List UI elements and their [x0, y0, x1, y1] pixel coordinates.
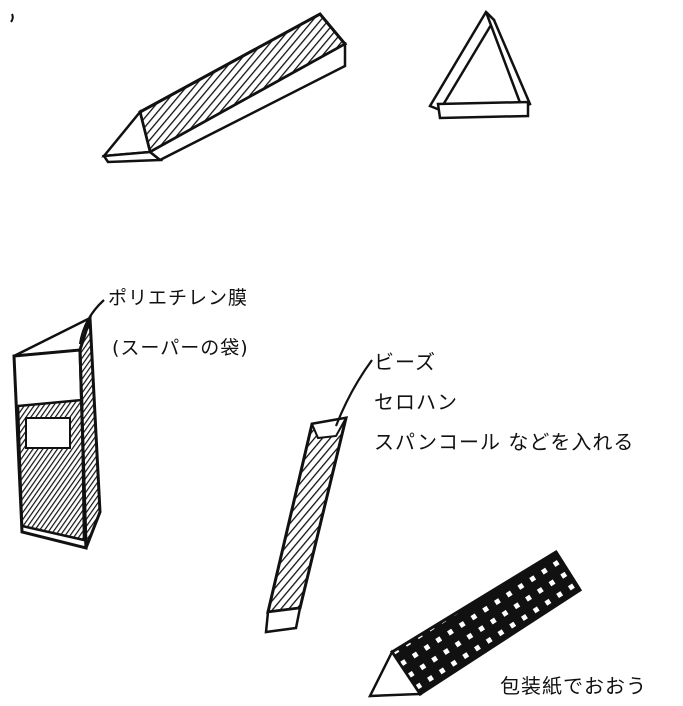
label-spangle-insert: スパンコール などを入れる	[374, 430, 635, 454]
label-wrap-paper: 包装紙でおおう	[500, 674, 647, 698]
pointer-beads	[334, 359, 373, 427]
prism-top-left	[101, 12, 348, 164]
prism-middle	[264, 416, 348, 634]
pointer-poly	[78, 299, 105, 345]
prism-standing	[12, 315, 102, 550]
prism-wrapped	[367, 549, 583, 698]
label-beads: ビーズ	[374, 350, 436, 374]
label-supermarket-bag: (スーパーの袋)	[112, 337, 249, 359]
label-cellophane: セロハン	[374, 390, 458, 414]
triangle-frame	[428, 9, 532, 120]
label-polyethylene-film: ポリエチレン膜	[108, 287, 249, 309]
stray-mark	[10, 13, 14, 23]
